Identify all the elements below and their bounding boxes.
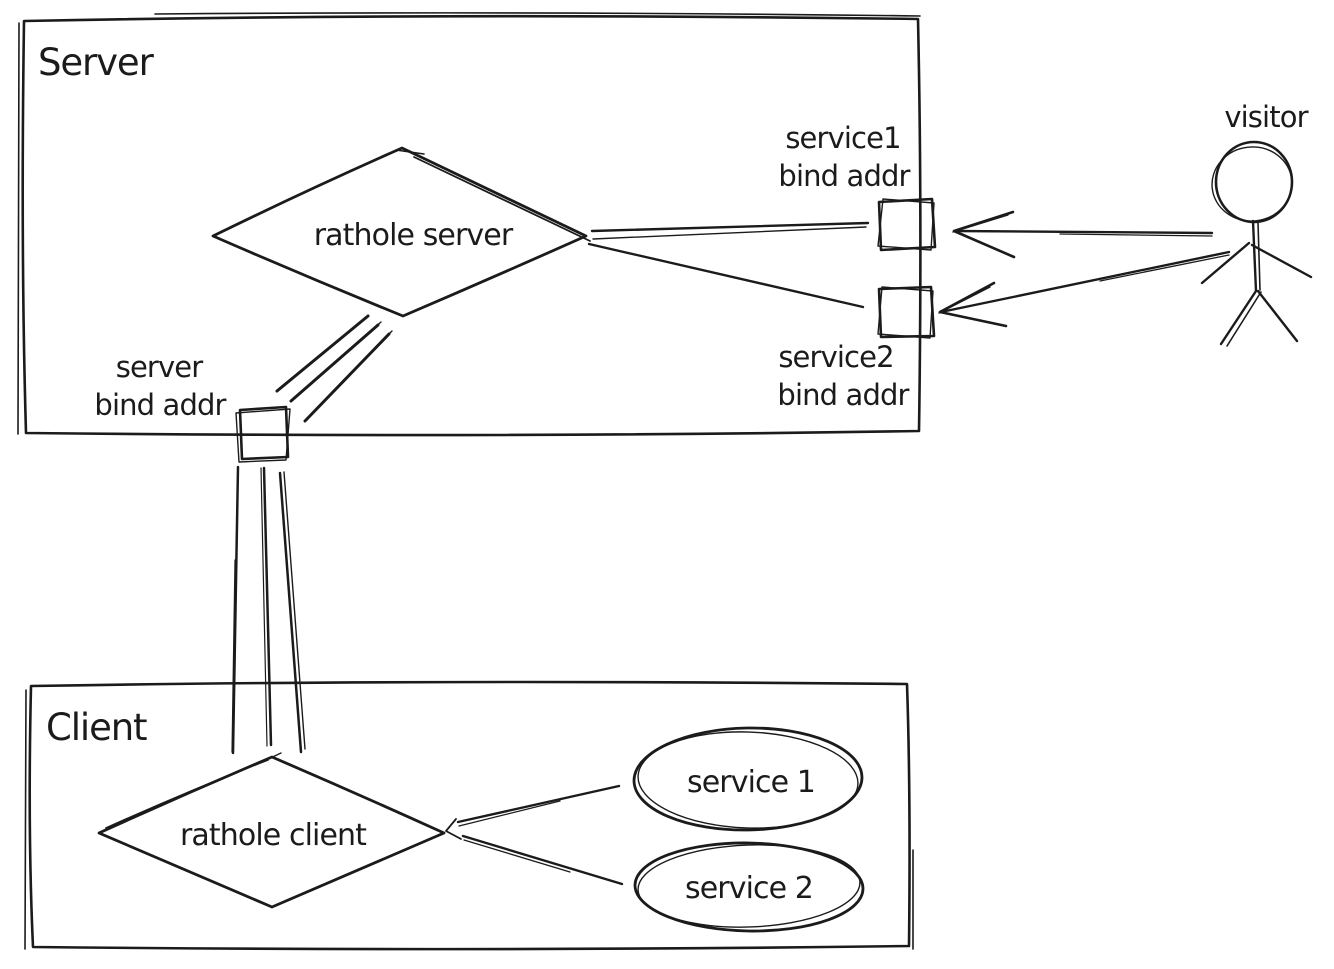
tunnel-upper-stroke-1 xyxy=(275,314,370,393)
visitor-left-leg-sketch xyxy=(1226,291,1262,347)
rathole-client-label: rathole client xyxy=(180,818,367,853)
service1-ellipse-sketch xyxy=(637,731,859,829)
visitor-to-service2-arrow xyxy=(938,250,1231,328)
tunnel-upper-stroke-3-sketch xyxy=(307,330,393,419)
service2-bind-square-sketch xyxy=(877,286,934,339)
client-connector-wedge xyxy=(445,818,462,840)
service1-ellipse-label: service 1 xyxy=(687,765,815,800)
visitor-arrow1-head-sketch xyxy=(952,214,1009,233)
visitor-arrow2-head-sketch xyxy=(938,286,991,314)
service2-bind-square-outline xyxy=(877,285,936,339)
client-to-service1-connector xyxy=(456,784,621,827)
client-to-service2-line-sketch xyxy=(463,839,571,873)
service1-bind-square-outline xyxy=(877,197,937,252)
service1-bind-addr-label-line1: service1 xyxy=(785,121,900,155)
service1-bind-square xyxy=(877,197,937,252)
visitor-stick-figure xyxy=(1200,140,1313,347)
service2-ellipse xyxy=(633,841,865,933)
service1-bind-addr-label-line2: bind addr xyxy=(778,159,910,193)
service2-bind-square xyxy=(877,285,936,339)
service2-ellipse-sketch xyxy=(637,844,861,928)
rathole-server-diamond xyxy=(211,146,591,318)
server-bind-addr-label-line2: bind addr xyxy=(94,388,226,422)
service2-bind-addr-label-line1: service2 xyxy=(778,340,893,374)
server-box-outline xyxy=(21,14,922,437)
server-to-service2-line xyxy=(587,242,865,309)
visitor-right-leg xyxy=(1256,289,1299,343)
service2-ellipse-outline xyxy=(633,841,865,933)
client-to-service1-line xyxy=(456,784,621,824)
visitor-arrow2-shaft-sketch xyxy=(1099,254,1230,282)
rathole-server-diamond-outline xyxy=(211,146,588,318)
service1-ellipse-outline xyxy=(632,726,864,832)
server-to-service1-connector xyxy=(590,221,870,240)
rathole-server-diamond-sketch-edge xyxy=(413,156,591,242)
server-box-title: Server xyxy=(38,41,155,84)
server-bind-square-sketch xyxy=(235,408,291,463)
visitor-left-arm xyxy=(1200,241,1251,285)
client-box-sketch-left xyxy=(24,689,27,950)
service2-ellipse-label: service 2 xyxy=(685,871,813,906)
server-box xyxy=(17,12,922,437)
tunnel-lower-stroke-1-sketch xyxy=(231,559,236,753)
client-to-service1-line-sketch xyxy=(458,800,561,827)
rathole-client-diamond-sketch-edge xyxy=(105,759,269,829)
service2-bind-addr-label-line2: bind addr xyxy=(777,378,909,412)
server-box-sketch-top xyxy=(154,12,921,17)
tunnel-lower-stroke-2 xyxy=(262,466,273,747)
server-box-sketch-left xyxy=(17,22,20,435)
visitor-to-service1-arrow xyxy=(952,210,1214,259)
rathole-client-diamond xyxy=(97,752,446,909)
visitor-arrow1-head xyxy=(952,210,1016,259)
visitor-body-sketch xyxy=(1257,221,1261,291)
client-box-title: Client xyxy=(46,706,147,749)
visitor-label: visitor xyxy=(1224,100,1308,134)
tunnel-lower-stroke-1 xyxy=(231,465,240,755)
client-to-service2-connector xyxy=(461,834,624,886)
rathole-client-diamond-sketch-top xyxy=(261,752,282,763)
visitor-head-sketch xyxy=(1211,146,1293,222)
visitor-left-leg xyxy=(1219,289,1258,346)
visitor-right-arm xyxy=(1250,243,1313,279)
tunnel-upper-stroke-2-sketch xyxy=(293,321,382,399)
tunnel-lower-stroke-2-sketch xyxy=(260,467,268,747)
server-to-service1-line-sketch xyxy=(592,226,867,240)
service1-bind-square-sketch xyxy=(877,198,935,251)
rathole-server-label: rathole server xyxy=(314,218,514,253)
server-to-service1-line xyxy=(590,221,870,233)
visitor-body xyxy=(1251,219,1258,293)
server-bind-addr-label-line1: server xyxy=(116,350,204,384)
visitor-arrow1-shaft-sketch xyxy=(1059,233,1213,237)
server-bind-square xyxy=(235,405,291,463)
tunnel-lines-lower xyxy=(231,465,306,755)
server-bind-square-outline xyxy=(238,405,290,461)
tunnel-lower-stroke-3 xyxy=(278,471,303,754)
client-to-service2-line xyxy=(461,834,624,886)
visitor-arrow2-shaft xyxy=(939,250,1231,314)
visitor-arrow1-shaft xyxy=(953,229,1214,235)
client-box-outline xyxy=(28,680,911,951)
tunnel-lines-upper xyxy=(275,314,393,423)
rathole-server-diamond-sketch-top xyxy=(395,149,425,155)
client-box xyxy=(24,680,914,951)
tunnel-lower-stroke-3-sketch xyxy=(283,471,306,750)
service1-ellipse xyxy=(632,726,864,832)
